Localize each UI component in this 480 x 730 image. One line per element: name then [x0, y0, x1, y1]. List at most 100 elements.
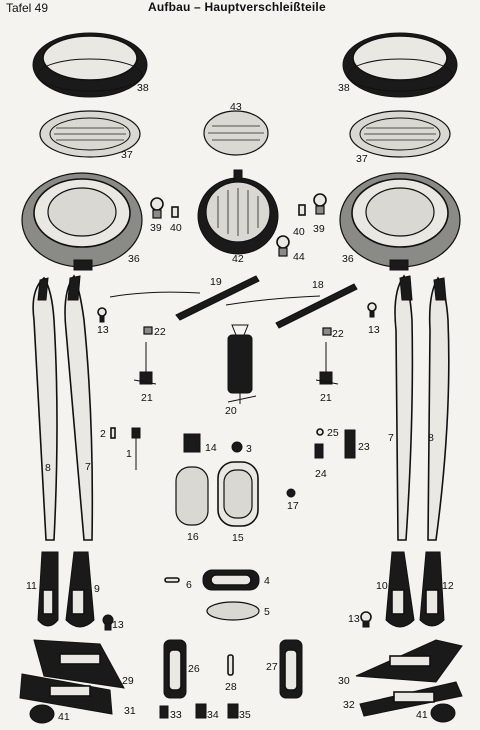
wiper-pivot-21-right: [315, 342, 339, 385]
taillight-10: [385, 551, 415, 628]
headlamp-lens-center: [203, 110, 269, 156]
label-2: 2: [100, 428, 106, 440]
cap-41-right: [430, 703, 456, 723]
label-20: 20: [225, 405, 237, 417]
wiper-pivot-21-left: [133, 342, 157, 385]
label-19: 19: [210, 276, 222, 288]
bumper-guard-right-7: [394, 274, 414, 541]
label-15: 15: [232, 532, 244, 544]
label-40-left: 40: [170, 222, 182, 234]
label-43: 43: [230, 101, 242, 113]
label-22-right: 22: [332, 328, 344, 340]
label-40-right: 40: [293, 226, 305, 238]
label-1: 1: [126, 448, 132, 460]
headlamp-lens-right: [349, 110, 451, 158]
label-42: 42: [232, 253, 244, 265]
bulb-40-right: [298, 204, 306, 216]
label-28: 28: [225, 681, 237, 693]
taillight-12: [419, 551, 445, 627]
bumper-guard-left-8: [32, 276, 58, 541]
bulb-39-left: [150, 197, 164, 219]
label-6: 6: [186, 579, 192, 591]
license-lamp-4: [202, 569, 260, 591]
part-23: [344, 429, 356, 459]
label-38-right: 38: [338, 82, 350, 94]
bulb-40-left: [171, 206, 179, 218]
label-24: 24: [315, 468, 327, 480]
part-24: [314, 443, 324, 459]
label-33: 33: [170, 709, 182, 721]
part-1: [131, 427, 141, 470]
part-14: [183, 433, 201, 453]
label-23: 23: [358, 441, 370, 453]
label-44: 44: [293, 251, 305, 263]
screw-13-b: [367, 302, 377, 318]
label-27: 27: [266, 661, 278, 673]
page-header: Tafel 49 Aufbau – Hauptverschleißteile: [0, 0, 480, 16]
headlamp-lens-left: [39, 110, 141, 158]
label-8-left: 8: [45, 462, 51, 474]
label-41-left: 41: [58, 711, 70, 723]
cap-41-left: [29, 704, 55, 724]
wiper-arm-19: [109, 275, 260, 321]
label-9: 9: [94, 583, 100, 595]
headlamp-rim-left: [32, 32, 148, 98]
part-2: [110, 427, 116, 439]
plate-number: Tafel 49: [6, 1, 49, 15]
label-35: 35: [239, 709, 251, 721]
headlamp-housing-right: [339, 172, 461, 271]
label-36-right: 36: [342, 253, 354, 265]
screw-13-c: [102, 614, 114, 631]
label-14: 14: [205, 442, 217, 454]
label-34: 34: [207, 709, 219, 721]
label-13-b: 13: [368, 324, 380, 336]
label-25: 25: [327, 427, 339, 439]
nut-22-right: [322, 327, 332, 336]
screw-13-a: [97, 307, 107, 323]
label-38-left: 38: [137, 82, 149, 94]
label-10: 10: [376, 580, 388, 592]
label-22-left: 22: [154, 326, 166, 338]
label-39-left: 39: [150, 222, 162, 234]
bumper-lamp-31: [19, 673, 113, 715]
label-37-right: 37: [356, 153, 368, 165]
label-29: 29: [122, 675, 134, 687]
label-12: 12: [442, 580, 454, 592]
bulb-39-right: [313, 193, 327, 215]
label-41-right: 41: [416, 709, 428, 721]
rear-lens-16: [175, 466, 209, 526]
part-25: [316, 428, 324, 436]
label-21-left: 21: [141, 392, 153, 404]
bulb-44: [276, 235, 290, 257]
nut-22-left: [143, 326, 153, 335]
label-39-right: 39: [313, 223, 325, 235]
wiper-motor: [227, 324, 257, 404]
label-3: 3: [246, 443, 252, 455]
label-18: 18: [312, 279, 324, 291]
part-17: [286, 488, 296, 498]
rear-lens-26: [163, 639, 187, 699]
label-4: 4: [264, 575, 270, 587]
label-36-left: 36: [128, 253, 140, 265]
label-26: 26: [188, 663, 200, 675]
screw-35: [227, 703, 239, 719]
label-31: 31: [124, 705, 136, 717]
headlamp-rim-right: [342, 32, 458, 98]
bumper-guard-left-7: [64, 274, 94, 541]
label-13-d: 13: [348, 613, 360, 625]
part-number-labels: 38 38 43 37 37 39 40 36 42 44 40 39 36 1…: [26, 82, 454, 723]
wiper-arm-18: [225, 283, 358, 329]
lens-5: [206, 601, 260, 621]
label-7-right: 7: [388, 432, 394, 444]
rear-lens-27: [279, 639, 303, 699]
headlamp-housing-left: [21, 172, 143, 271]
screw-13-d: [360, 611, 372, 628]
fog-lamp: [197, 169, 279, 255]
taillight-9: [65, 551, 95, 628]
taillight-11: [37, 551, 59, 627]
label-13-a: 13: [97, 324, 109, 336]
bumper-guard-right-8: [427, 276, 450, 541]
label-11: 11: [26, 580, 37, 592]
screw-33: [159, 705, 169, 719]
